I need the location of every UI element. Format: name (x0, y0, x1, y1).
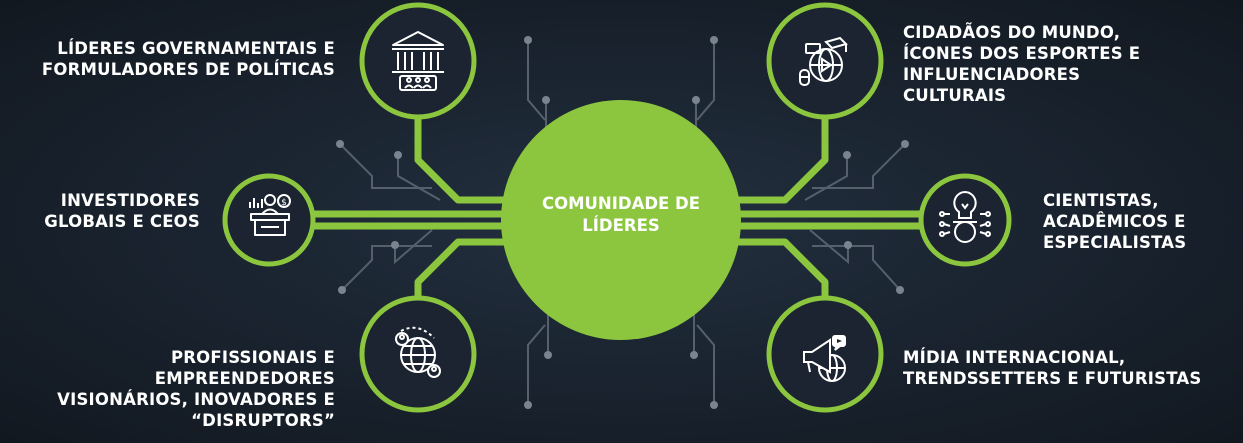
node-label-professionals: PROFISSIONAIS E EMPREENDEDORES VISIONÁRI… (57, 347, 335, 431)
label-line: ACADÊMICOS E (1043, 212, 1186, 231)
label-line: MÍDIA INTERNACIONAL, (903, 348, 1126, 367)
label-line: ÍCONES DOS ESPORTES E (903, 44, 1141, 63)
label-line: VISIONÁRIOS, INOVADORES E (57, 390, 335, 409)
global-network-icon (395, 326, 441, 378)
center-circle (501, 100, 741, 340)
label-line: FORMULADORES DE POLÍTICAS (41, 60, 335, 79)
svg-text:$: $ (281, 198, 287, 208)
label-line: ESPECIALISTAS (1043, 233, 1187, 252)
node-rings (222, 2, 1012, 413)
megaphone-globe-icon (803, 335, 846, 382)
investor-desk-icon: $ (249, 194, 291, 236)
label-line: LÍDERES GOVERNAMENTAIS E (57, 39, 335, 58)
government-building-icon (392, 31, 444, 91)
center-label: COMUNIDADE DE LÍDERES (505, 193, 737, 237)
label-line: TRENDSSETTERS E FUTURISTAS (903, 369, 1202, 388)
lightbulb-gear-icon (939, 190, 991, 243)
node-label-citizens: CIDADÃOS DO MUNDO, ÍCONES DOS ESPORTES E… (903, 22, 1140, 106)
label-line: INFLUENCIADORES (903, 65, 1081, 84)
label-line: GLOBAIS E CEOs (44, 212, 200, 231)
world-culture-icon (799, 36, 848, 86)
node-label-government: LÍDERES GOVERNAMENTAIS E FORMULADORES DE… (42, 38, 335, 80)
label-line: PROFISSIONAIS E (170, 348, 335, 367)
node-label-media: MÍDIA INTERNACIONAL, TRENDSSETTERS E FUT… (903, 347, 1201, 389)
node-label-investors: INVESTIDORES GLOBAIS E CEOs (44, 190, 200, 232)
label-line: INVESTIDORES (60, 191, 200, 210)
circuit-dots (336, 36, 909, 409)
label-line: “DISRUPTORS” (191, 411, 335, 430)
center-label-line: LÍDERES (582, 216, 660, 235)
label-line: EMPREENDEDORES (154, 369, 335, 388)
center-label-line: COMUNIDADE DE (541, 194, 701, 213)
node-label-scientists: CIENTISTAS, ACADÊMICOS E ESPECIALISTAS (1043, 190, 1186, 253)
label-line: CULTURAIS (903, 86, 1007, 105)
label-line: CIDADÃOS DO MUNDO, (903, 23, 1121, 42)
label-line: CIENTISTAS, (1043, 191, 1159, 210)
